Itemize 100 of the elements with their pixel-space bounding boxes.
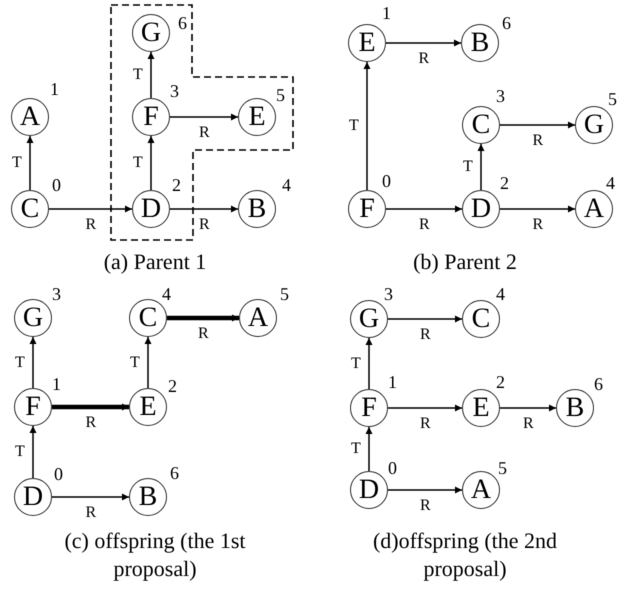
node-index: 3 <box>496 87 505 105</box>
node-circle <box>462 389 500 427</box>
node-circle <box>14 478 52 516</box>
node-letter: G <box>358 305 380 333</box>
node-circle <box>575 190 613 228</box>
arrow <box>30 337 36 388</box>
arrow <box>167 314 239 322</box>
node-circle <box>462 300 500 338</box>
arrow <box>170 206 238 212</box>
arrow <box>30 426 36 478</box>
arrow <box>478 144 484 190</box>
node-letter: C <box>138 304 158 332</box>
panel-caption: (c) offspring (the 1st proposal) <box>63 527 247 583</box>
node-letter: F <box>25 393 41 421</box>
node-letter: D <box>358 476 380 504</box>
node-index: 1 <box>382 4 391 22</box>
node-index: 0 <box>52 176 61 194</box>
node-circle <box>239 299 277 337</box>
node-letter: C <box>20 195 40 223</box>
node-circle <box>132 98 170 136</box>
node-index: 3 <box>52 285 61 303</box>
node-index: 3 <box>384 285 393 303</box>
node-letter: A <box>20 103 40 131</box>
node-circle <box>129 299 167 337</box>
node-letter: G <box>140 19 162 47</box>
node-circle <box>462 471 500 509</box>
node-letter: C <box>472 305 490 333</box>
node-circle <box>14 388 52 426</box>
node-letter: F <box>143 103 159 131</box>
node-letter: B <box>566 394 584 422</box>
node-index: 3 <box>170 82 179 100</box>
node-index: 4 <box>606 174 615 192</box>
node-circle <box>238 98 276 136</box>
arrow <box>52 494 129 500</box>
node-letter: B <box>470 29 490 57</box>
node-circle <box>348 24 386 62</box>
node-index: 2 <box>168 377 177 395</box>
node-circle <box>575 106 613 144</box>
arrow <box>366 338 372 389</box>
node-letter: E <box>139 393 157 421</box>
node-circle <box>350 389 388 427</box>
node-letter: A <box>248 304 268 332</box>
node-letter: F <box>359 195 375 223</box>
panel-caption: (d)offspring (the 2nd proposal) <box>372 527 558 583</box>
arrow <box>26 136 34 190</box>
node-letter: F <box>361 394 377 422</box>
panel-caption: (a) Parent 1 <box>102 248 208 276</box>
node-letter: D <box>22 483 44 511</box>
node-circle <box>129 478 167 516</box>
panel-caption: (b) Parent 2 <box>412 248 518 276</box>
node-circle <box>461 24 499 62</box>
node-circle <box>556 389 594 427</box>
node-index: 6 <box>178 14 187 32</box>
node-circle <box>132 14 170 52</box>
node-circle <box>350 471 388 509</box>
node-circle <box>238 190 276 228</box>
node-circle <box>462 106 500 144</box>
arrow <box>500 206 575 212</box>
arrow <box>148 136 154 190</box>
arrow <box>386 206 462 212</box>
node-letter: E <box>358 29 376 57</box>
node-index: 5 <box>280 285 289 303</box>
node-index: 5 <box>608 90 617 108</box>
arrow <box>170 114 238 120</box>
arrow <box>388 404 462 412</box>
node-index: 4 <box>282 176 291 194</box>
node-letter: C <box>472 111 490 139</box>
node-index: 0 <box>382 172 391 190</box>
node-index: 2 <box>172 176 181 194</box>
node-letter: D <box>140 195 162 223</box>
node-letter: A <box>584 195 604 223</box>
arrow <box>364 62 370 190</box>
arrow <box>500 404 556 412</box>
node-circle <box>11 190 49 228</box>
node-letter: G <box>22 304 44 332</box>
arrow <box>52 404 129 410</box>
node-letter: B <box>248 195 266 223</box>
node-index: 4 <box>162 285 171 303</box>
node-letter: D <box>470 195 492 223</box>
node-circle <box>11 98 49 136</box>
node-index: 6 <box>594 375 603 393</box>
node-index: 1 <box>52 375 61 393</box>
node-index: 0 <box>388 459 397 477</box>
node-index: 0 <box>54 465 63 483</box>
node-index: 1 <box>388 373 397 391</box>
node-index: 5 <box>276 86 285 104</box>
node-letter: E <box>472 394 490 422</box>
node-circle <box>462 190 500 228</box>
arrow <box>49 206 132 212</box>
arrow <box>388 316 462 322</box>
node-index: 4 <box>496 285 505 303</box>
node-circle <box>348 190 386 228</box>
node-index: 6 <box>170 464 179 482</box>
arrow <box>500 122 575 128</box>
node-circle <box>132 190 170 228</box>
node-index: 6 <box>502 14 511 32</box>
node-letter: B <box>138 483 158 511</box>
arrow <box>148 52 154 98</box>
node-index: 5 <box>498 459 507 477</box>
node-circle <box>129 388 167 426</box>
